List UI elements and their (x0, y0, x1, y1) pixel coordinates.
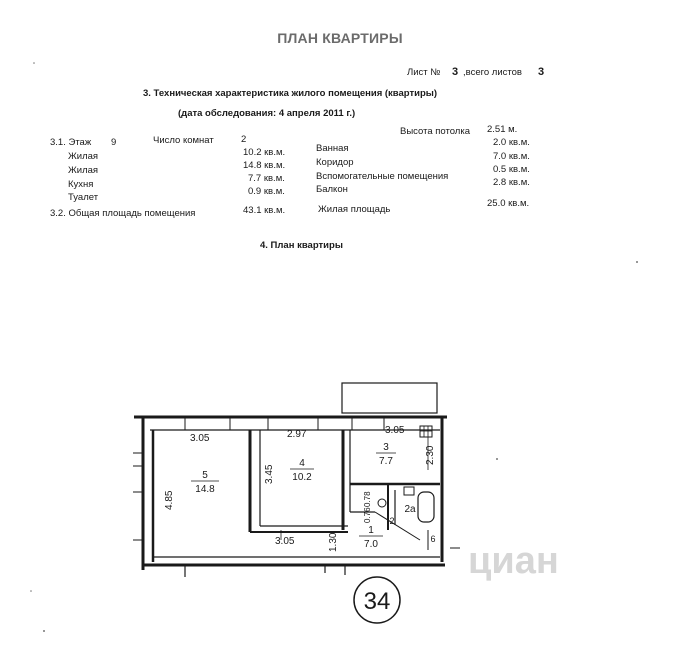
rooms-value: 2 (241, 134, 247, 145)
room5-number: 5 (202, 470, 208, 481)
sheet-total-label: ,всего листов (463, 67, 522, 78)
living-area-value: 25.0 кв.м. (487, 198, 530, 209)
dim-room4-length: 3.45 (264, 464, 275, 484)
floor-value: 9 (111, 137, 117, 148)
room4-number: 4 (299, 458, 305, 469)
floor-label: 3.1. Этаж (50, 137, 92, 148)
left-row-value: 14.8 кв.м. (243, 160, 286, 171)
sheet-total: 3 (538, 66, 545, 78)
rooms-label: Число комнат (153, 135, 214, 146)
right-row-label: Коридор (316, 157, 354, 168)
left-row-label: Кухня (68, 179, 94, 190)
ceiling-label: Высота потолка (400, 126, 470, 137)
right-row-value: 0.5 кв.м. (493, 164, 530, 175)
apartment-number-circle (353, 576, 401, 624)
left-row-label: Туалет (68, 192, 99, 203)
bathroom-label: 2а (404, 504, 416, 515)
dim-corridor-width: 3.05 (275, 536, 295, 547)
dim-room5-width: 3.05 (190, 433, 210, 444)
corridor-area: 7.0 (364, 539, 378, 550)
right-row-value: 2.8 кв.м. (493, 177, 530, 188)
left-row-label: Жилая (68, 165, 99, 176)
survey-date: (дата обследования: 4 апреля 2011 г.) (178, 108, 356, 119)
storage-label: 6 (430, 534, 435, 544)
kitchen-area: 7.7 (379, 456, 393, 467)
left-row-value: 0.9 кв.м. (248, 186, 285, 197)
dim-kitchen-width: 3.05 (385, 425, 405, 436)
ceiling-value: 2.51 м. (487, 124, 518, 135)
right-row-label: Вспомогательные помещения (316, 171, 449, 182)
watermark-logo: циан (468, 540, 559, 582)
right-row-value: 7.0 кв.м. (493, 151, 530, 162)
total-area-value: 43.1 кв.м. (243, 205, 286, 216)
left-row-label: Жилая (68, 151, 99, 162)
section4-heading: 4. План квартиры (260, 240, 343, 251)
page-title: ПЛАН КВАРТИРЫ (277, 30, 403, 46)
sheet-label: Лист № (407, 67, 441, 78)
room5-area: 14.8 (195, 484, 215, 495)
room4-area: 10.2 (292, 472, 312, 483)
dim-room5-length: 4.85 (164, 490, 175, 510)
right-row-value: 2.0 кв.м. (493, 137, 530, 148)
right-row-label: Балкон (316, 184, 348, 195)
dim-corridor-length: 1.30 (328, 532, 339, 552)
dim-room4-width: 2.97 (287, 429, 307, 440)
total-area-label: 3.2. Общая площадь помещения (50, 208, 196, 219)
kitchen-number: 3 (383, 442, 389, 453)
section3-heading: 3. Техническая характеристика жилого пом… (143, 88, 438, 99)
dim-toilet-width: 0.76 (363, 507, 372, 523)
dim-toilet-length: 0.78 (363, 491, 372, 507)
corridor-number: 1 (368, 525, 374, 536)
living-area-label: Жилая площадь (318, 204, 391, 215)
apartment-number: 34 (364, 588, 391, 615)
left-row-value: 7.7 кв.м. (248, 173, 285, 184)
sheet-number: 3 (452, 66, 459, 78)
toilet-label: 2 (389, 516, 394, 526)
dim-kitchen-length: 2.30 (425, 445, 436, 465)
left-row-value: 10.2 кв.м. (243, 147, 286, 158)
right-row-label: Ванная (316, 143, 349, 154)
balcony-outline (341, 382, 438, 414)
